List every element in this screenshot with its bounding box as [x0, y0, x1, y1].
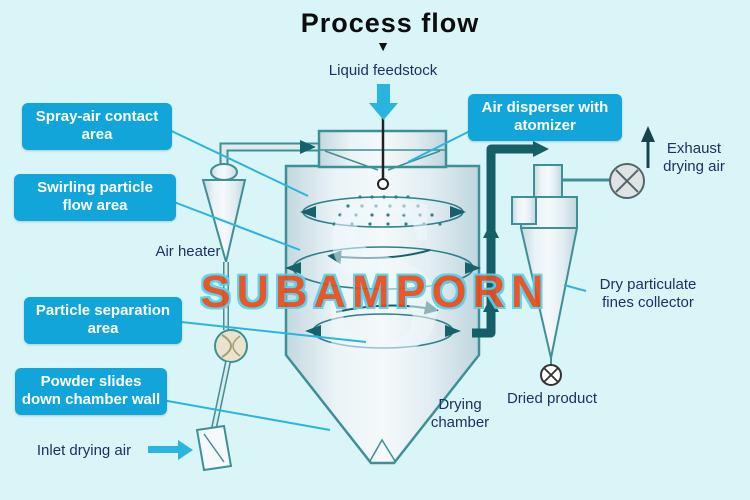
cyclone-collector [511, 164, 611, 359]
callout-spray-air-contact-area: Spray-air contact area [22, 103, 172, 150]
exhaust-arrow-icon [641, 126, 655, 142]
watermark-text: SUBAMPORN [200, 266, 550, 317]
label-dried-product: Dried product [506, 390, 598, 407]
feedstock-arrow-icon [369, 84, 398, 120]
watermark-s: S [319, 147, 447, 402]
label-drying-chamber: Drying chamber [430, 396, 490, 431]
dried-product-outlet [540, 358, 562, 386]
atomizer-icon [377, 178, 389, 190]
label-fines-collector: Dry particulate fines collector [599, 276, 697, 311]
duct-up-arrow-icon [483, 222, 499, 238]
label-liquid-feedstock: Liquid feedstock [328, 62, 438, 79]
left-air-duct [219, 140, 319, 165]
callout-particle-separation-area: Particle separation area [24, 297, 182, 344]
inlet-air-filter [195, 424, 233, 472]
label-inlet-drying-air: Inlet drying air [36, 442, 132, 459]
title-pointer-icon: ▼ [376, 38, 390, 54]
exhaust-duct [472, 141, 549, 338]
duct-up-arrow-icon [483, 296, 499, 312]
inlet-fan-icon [211, 329, 248, 429]
duct-flow-arrow-icon [300, 140, 316, 154]
page-title: Process flow [300, 8, 480, 38]
label-exhaust-drying-air: Exhaust drying air [663, 140, 725, 175]
label-air-heater: Air heater [155, 243, 221, 260]
exhaust-fan-icon [609, 126, 655, 199]
callout-swirling-particle-flow-area: Swirling particle flow area [14, 174, 176, 221]
duct-right-arrow-icon [533, 141, 549, 157]
swirl-arrowheads [285, 206, 481, 337]
callout-leader-lines [161, 126, 587, 431]
inlet-air-arrow-icon [148, 440, 193, 460]
callout-air-disperser-with-atomizer: Air disperser with atomizer [468, 94, 622, 141]
callout-powder-slides-down-chamber-wall: Powder slides down chamber wall [15, 368, 167, 415]
